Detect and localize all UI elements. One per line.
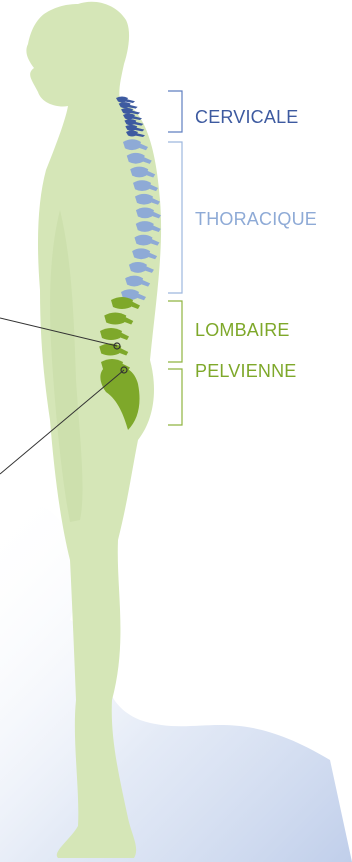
vertebra [132,248,150,259]
vertebra [136,207,154,218]
bracket-pelvienne [168,369,182,425]
vertebra [136,221,154,232]
vertebra [123,139,141,150]
bracket-cervicale [168,91,182,132]
bracket-thoracique [168,142,182,293]
vertebra [100,328,122,340]
vertebra [104,313,126,325]
bracket-lombaire [168,301,182,362]
vertebra [133,180,151,191]
vertebra [130,167,148,178]
vertebra [127,153,145,164]
label-thoracique: THORACIQUE [195,209,317,230]
label-lombaire: LOMBAIRE [195,320,290,341]
vertebra [125,276,143,287]
vertebra [129,262,147,273]
label-pelvienne: PELVIENNE [195,361,297,382]
label-cervicale: CERVICALE [195,107,299,128]
vertebra [111,297,133,309]
vertebra [134,235,152,246]
vertebra [99,344,121,356]
vertebra [135,194,153,205]
background-wash [0,505,352,862]
